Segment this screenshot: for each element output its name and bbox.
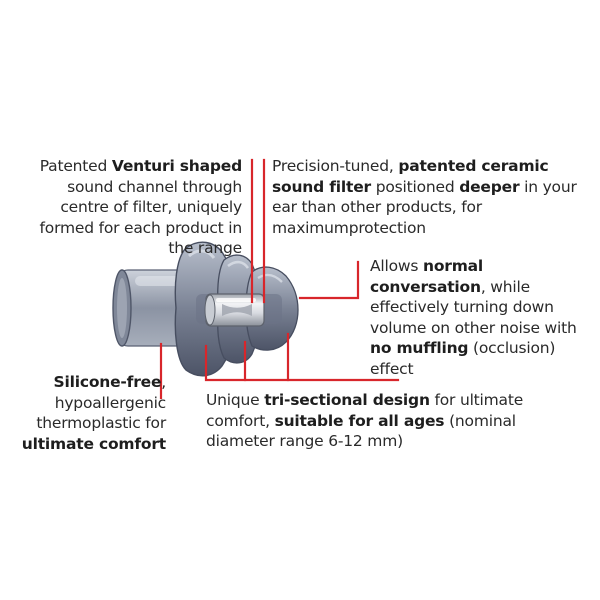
callout-text: , while effectively turning down volume … bbox=[370, 277, 577, 337]
callout-highlight: Silicone-free bbox=[53, 373, 162, 391]
normal-conversation-callout: Allows normal conversation, while effect… bbox=[370, 256, 596, 379]
ceramic-filter-callout: Precision-tuned, patented ceramic sound … bbox=[272, 156, 594, 238]
callout-text: , hypoallergenic thermoplastic for bbox=[36, 373, 166, 432]
tri-section-leader-line bbox=[204, 344, 400, 382]
callout-highlight: tri-sectional design bbox=[264, 391, 430, 409]
callout-text: for ultimate comfort, bbox=[206, 391, 524, 430]
callout-text: Allows bbox=[370, 257, 423, 275]
callout-highlight: ultimate comfort bbox=[21, 434, 166, 453]
venturi-callout: Patented Venturi shaped sound channel th… bbox=[20, 156, 243, 259]
callout-lines bbox=[159, 158, 400, 400]
callout-highlight: suitable for all ages bbox=[274, 411, 445, 430]
ceramic-filter-icon bbox=[204, 293, 265, 327]
callout-text: positioned bbox=[370, 177, 460, 196]
silicone-free-callout: Silicone-free, hypoallergenic thermoplas… bbox=[14, 372, 166, 454]
callout-highlight: no muffling bbox=[370, 339, 469, 357]
conversation-leader-line bbox=[298, 260, 360, 300]
callout-text: in your ear than other products, for max… bbox=[272, 177, 577, 237]
callout-highlight: normal conversation bbox=[370, 257, 484, 296]
callout-text: Precision-tuned, bbox=[272, 157, 399, 175]
tri-sectional-design-callout: Unique tri-sectional design for ultimate… bbox=[206, 390, 526, 452]
callout-highlight: deeper bbox=[459, 177, 520, 196]
callout-text: Unique bbox=[206, 391, 265, 409]
callout-highlight: Venturi shaped bbox=[111, 157, 242, 175]
callout-text: (occlusion) effect bbox=[370, 339, 556, 378]
callout-highlight: patented ceramic sound filter bbox=[272, 157, 549, 196]
callout-text: sound channel through centre of filter, … bbox=[39, 177, 243, 258]
callout-text: (nominal diameter range 6-12 mm) bbox=[206, 411, 516, 451]
callout-text: Patented bbox=[39, 157, 112, 175]
